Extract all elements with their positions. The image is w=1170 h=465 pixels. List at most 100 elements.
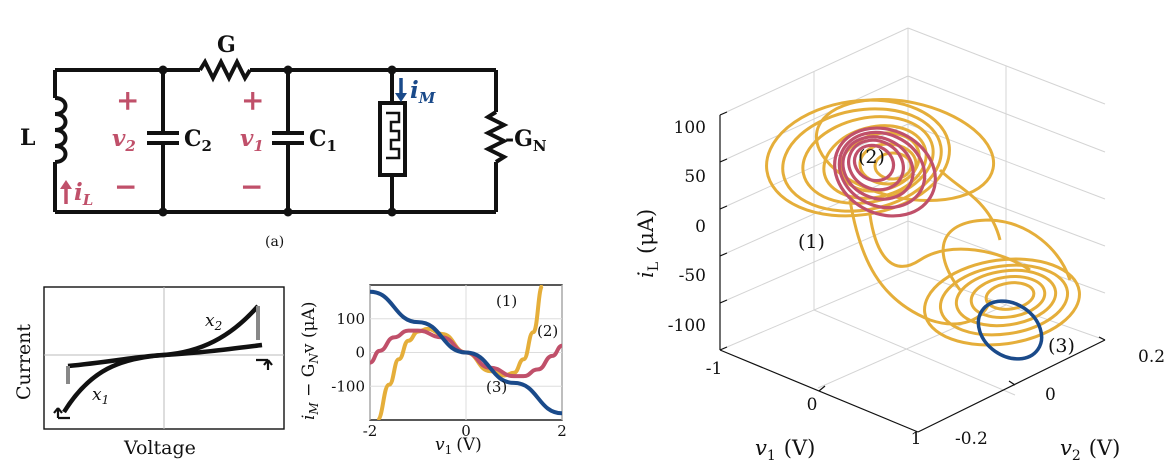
label-L: L <box>20 125 35 151</box>
iL-arrow <box>60 180 72 204</box>
tick <box>1098 336 1106 341</box>
traj-bridge <box>868 214 1031 272</box>
iM-arrow <box>395 78 407 102</box>
tick <box>1008 380 1016 386</box>
traj-loop <box>923 257 1081 347</box>
traj-bridge <box>938 168 1002 241</box>
v1-minus: − <box>240 170 263 203</box>
v1-plus: + <box>241 84 264 117</box>
lc-ytick: 0 <box>355 344 365 362</box>
traj-loop <box>984 281 1036 311</box>
3d-ytick: 50 <box>684 167 706 187</box>
v2-plus: + <box>116 84 139 117</box>
3d-ytick: 0 <box>695 217 706 237</box>
tick <box>719 346 728 351</box>
lc-xtick: 2 <box>557 422 567 440</box>
lc-annot-2: (2) <box>537 322 558 340</box>
tick <box>719 252 728 257</box>
3d-ytick: 100 <box>674 118 706 138</box>
traj-loop <box>801 115 935 205</box>
lc-ytick: 100 <box>336 310 365 328</box>
node-dot <box>283 65 293 75</box>
trajectory-2 <box>833 126 937 218</box>
3d-xtick: -1 <box>706 359 723 379</box>
trajectory-3 <box>976 299 1044 361</box>
node-dot <box>158 65 168 75</box>
3d-ytick: -100 <box>668 316 706 336</box>
3d-ztick: 0 <box>1045 385 1056 405</box>
traj-loop <box>841 135 915 201</box>
v2-minus: − <box>114 170 137 203</box>
3d-tick-marks <box>719 111 1106 392</box>
node-dot <box>387 65 397 75</box>
lc-xlabel: v1(V) <box>435 435 482 457</box>
traj-loop <box>837 130 927 210</box>
iv-xlabel: Voltage <box>123 437 196 459</box>
node-dot <box>283 207 293 217</box>
resistor-GN <box>483 110 509 164</box>
traj-loop <box>765 98 951 218</box>
tick <box>818 385 826 392</box>
label-x2: x2 <box>205 311 222 333</box>
traj-loop <box>969 275 1047 319</box>
label-GN: -GN <box>505 126 547 155</box>
node-dot <box>158 207 168 217</box>
3d-xtick: 0 <box>807 395 818 415</box>
lc-series-group <box>370 285 562 420</box>
caption-a: (a) <box>265 234 284 250</box>
3d-ztick: 0.2 <box>1138 347 1165 367</box>
traj-bridge <box>848 199 992 326</box>
tick <box>719 205 728 210</box>
traj-loop <box>781 107 943 213</box>
3d-annot-2: (2) <box>858 146 885 168</box>
lc-annot-3: (3) <box>486 378 507 396</box>
tick <box>719 299 728 304</box>
node-dot <box>387 207 397 217</box>
label-iL: iL <box>74 179 93 209</box>
3d-ztick: -0.2 <box>955 429 988 449</box>
3d-xtick: 1 <box>911 429 922 449</box>
3d-zlabel: v2(V) <box>1060 436 1120 464</box>
label-v2: v2 <box>112 125 136 155</box>
3d-annot-1: (1) <box>798 231 825 253</box>
label-x1: x1 <box>92 385 109 407</box>
grid-line <box>813 309 1016 396</box>
3d-xlabel: v1(V) <box>755 436 815 464</box>
label-C2: C2 <box>184 126 212 155</box>
label-v1: v1 <box>240 125 264 155</box>
lc-xtick: 0 <box>461 422 471 440</box>
tick <box>719 111 728 116</box>
tick <box>719 158 728 163</box>
resistor-G <box>198 57 252 83</box>
traj-loop <box>852 143 896 183</box>
iv-arrow-left <box>53 407 70 420</box>
inductor-L <box>54 96 68 164</box>
iv-branch-x2-lower <box>62 304 260 414</box>
3d-ytick: -50 <box>679 266 706 286</box>
lc-ylabel: iM − GNv (μA) <box>299 302 321 420</box>
traj-loop <box>847 138 905 192</box>
iv-ylabel: Current <box>13 324 35 400</box>
traj-loop <box>833 126 937 218</box>
iv-sketch: x1 x2 Voltage Current <box>13 286 285 459</box>
label-C1: C1 <box>309 126 337 155</box>
iv-arrow-right <box>256 358 273 370</box>
axis-v2 <box>917 339 1106 433</box>
lc-ytick: -100 <box>331 377 365 395</box>
traj-bridge <box>941 218 1072 291</box>
3d-annot-3: (3) <box>1048 335 1075 357</box>
circuit-nodes <box>158 65 397 217</box>
phase-portrait-3d: (1) (2) (3) 100 50 0 -50 -100 -1 0 1 0.2… <box>634 27 1165 464</box>
label-iM: iM <box>410 77 436 107</box>
traj-loop <box>938 263 1070 337</box>
lc-annot-1: (1) <box>496 292 517 310</box>
3d-ylabel: iL(μA) <box>634 209 662 278</box>
label-G: G <box>217 32 236 58</box>
memristor-symbol <box>386 111 401 160</box>
3d-box <box>719 27 1106 396</box>
traj-loop <box>954 268 1058 328</box>
lc-series-3 <box>370 289 562 416</box>
